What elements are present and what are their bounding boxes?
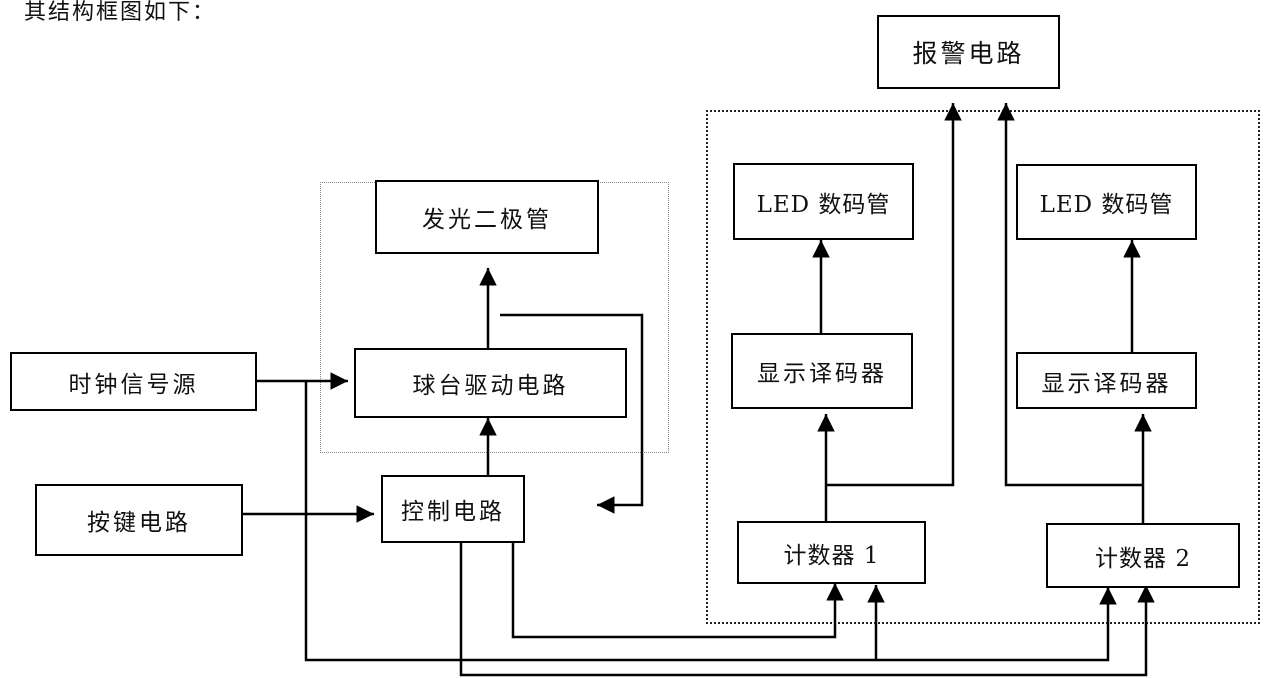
table-driver-block: 球台驱动电路	[354, 348, 627, 418]
control-circuit-block: 控制电路	[381, 475, 525, 543]
alarm-circuit-block: 报警电路	[877, 15, 1060, 89]
counter-1-block: 计数器 1	[737, 521, 926, 584]
clock-source-block: 时钟信号源	[10, 352, 257, 411]
led-display-2-block: LED 数码管	[1016, 164, 1197, 240]
decoder-2-block: 显示译码器	[1016, 352, 1197, 409]
score-display-group	[706, 110, 1260, 624]
key-circuit-block: 按键电路	[35, 484, 243, 556]
wire-control-to-counter2	[459, 543, 1155, 677]
wire-clock-bus	[304, 381, 1117, 662]
wire-control-to-counter1	[511, 543, 844, 639]
wire-driver-feedback	[500, 313, 644, 514]
led-tube-block: 发光二极管	[375, 180, 599, 254]
counter-2-block: 计数器 2	[1046, 523, 1240, 588]
wire-counter2-to-alarm	[997, 103, 1143, 487]
diagram-caption: 其结构框图如下：	[24, 0, 217, 25]
decoder-1-block: 显示译码器	[731, 333, 913, 409]
wire-counter1-to-alarm	[826, 103, 962, 487]
led-display-1-block: LED 数码管	[733, 163, 914, 240]
